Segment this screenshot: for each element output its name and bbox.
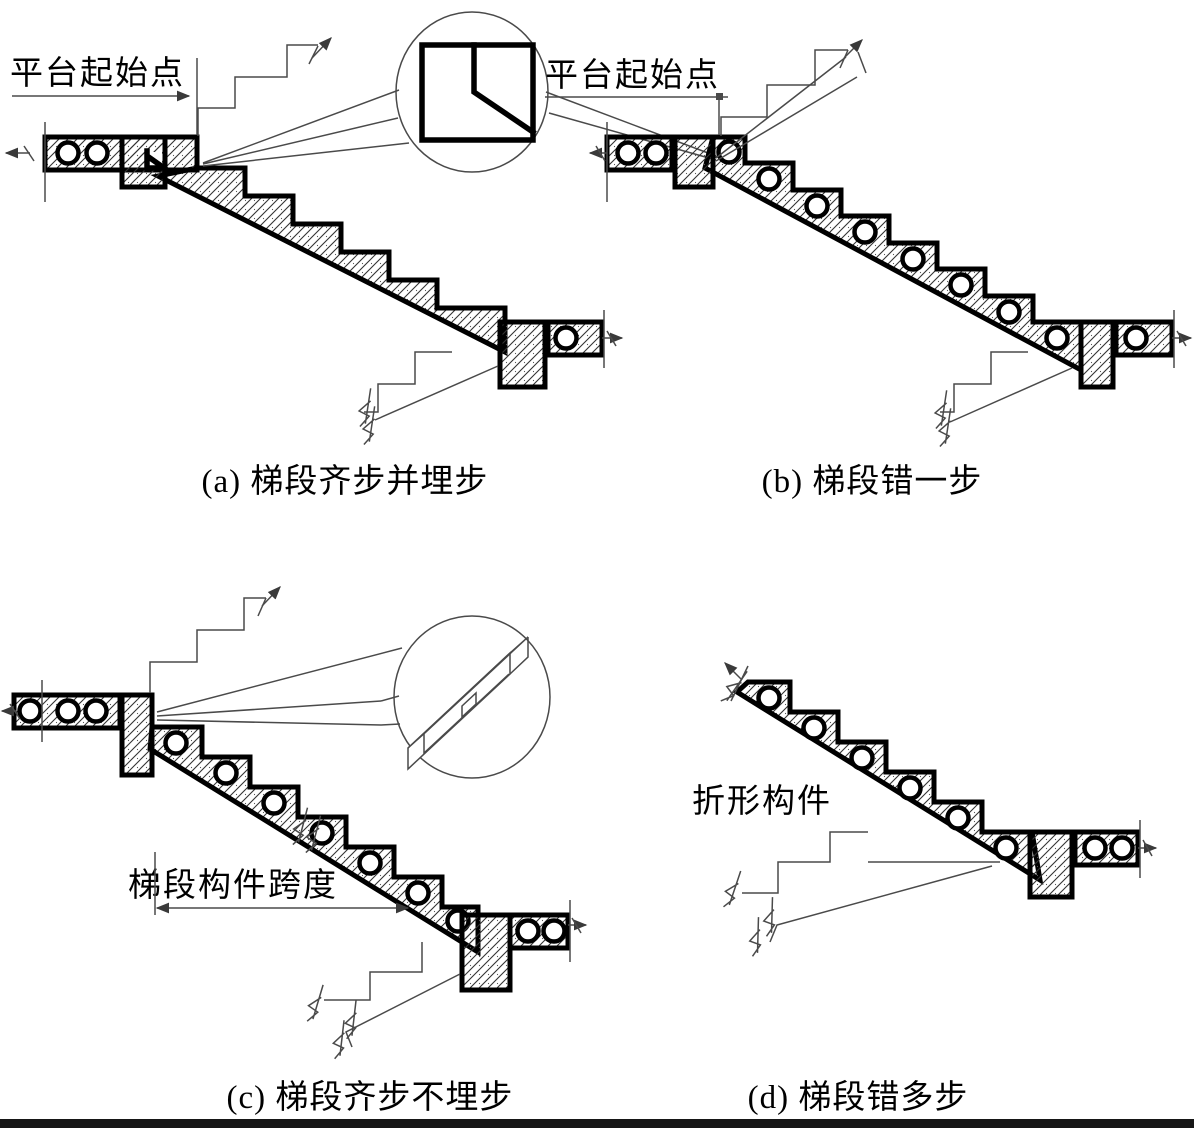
break-mark	[348, 387, 382, 428]
caption-a: (a) 梯段齐步并埋步	[202, 463, 489, 500]
diagram-d: 折形构件 (d) 梯段错多步	[692, 662, 1158, 1116]
rebar-circle	[515, 918, 541, 944]
break-slash	[257, 597, 267, 617]
rebar-circle	[541, 918, 567, 944]
pointer-dot	[716, 93, 723, 100]
leader-line	[345, 973, 461, 1048]
landing-beam	[672, 134, 716, 190]
break-slash	[308, 45, 319, 65]
rebar-circle	[945, 805, 971, 831]
rebar-circle	[357, 850, 383, 876]
break-mark	[928, 407, 962, 448]
rebar-circle	[948, 272, 974, 298]
diagram-b: 平台起始点 (b) 梯段错一步	[545, 39, 1193, 500]
stair-flight	[150, 165, 508, 357]
rebar-circle	[553, 325, 579, 351]
landing-beam	[119, 692, 155, 778]
continuation-outline	[149, 597, 266, 693]
lower-beam	[1078, 319, 1116, 390]
caption-b: (b) 梯段错一步	[762, 463, 983, 500]
detail-callout-a	[395, 11, 717, 173]
rebar-circle	[55, 140, 81, 166]
rebar-circle	[1109, 835, 1135, 861]
rebar-circle	[405, 880, 431, 906]
break-arrow	[843, 39, 863, 59]
break-mark	[334, 999, 369, 1040]
continuation-outline	[720, 49, 848, 136]
continuation-outline	[197, 44, 318, 136]
rebar-circle	[716, 139, 742, 165]
callout-neck	[380, 695, 401, 726]
rebar-circle	[55, 698, 81, 724]
platform-start-label-b: 平台起始点	[545, 57, 720, 94]
break-arrow	[261, 586, 281, 607]
rebar-circle	[993, 835, 1019, 861]
break-mark	[924, 389, 958, 430]
leader-line	[769, 865, 993, 943]
flight-span-label: 梯段构件跨度	[128, 867, 338, 904]
diagram-a: 平台起始点 (a) 梯段齐步并埋步	[4, 37, 624, 500]
leader-line	[715, 56, 858, 162]
rebar-circle	[643, 140, 669, 166]
rebar-circle	[1044, 325, 1070, 351]
break-tail	[857, 51, 867, 74]
rebar-circle	[1123, 325, 1149, 351]
rebar-circle	[261, 790, 287, 816]
rebar-circle	[804, 193, 830, 219]
break-mark	[300, 984, 330, 1022]
rebar-circle	[849, 745, 875, 771]
embedded-step-edge	[144, 148, 171, 174]
rebar-circle	[756, 685, 782, 711]
rebar-circle	[84, 140, 110, 166]
detail-step-edge	[471, 42, 537, 136]
break-arrow	[311, 37, 332, 59]
rebar-circle	[83, 698, 109, 724]
channel-component-3d	[407, 636, 529, 771]
leader-line	[156, 647, 403, 726]
platform-start-label-a: 平台起始点	[10, 55, 185, 92]
continuation-outline	[324, 942, 423, 1001]
rebar-circle	[17, 698, 43, 724]
continuation-outline	[940, 351, 1028, 413]
rebar-circle	[996, 299, 1022, 325]
lower-beam	[459, 912, 513, 993]
leader-line	[202, 89, 410, 167]
folded-member-label: 折形构件	[692, 783, 832, 820]
rebar-circle	[163, 730, 189, 756]
diagram-c: 梯段构件跨度 (c) 梯段齐步不埋步	[0, 586, 588, 1116]
rebar-circle	[900, 246, 926, 272]
leader-line	[949, 367, 1073, 423]
break-slash	[1176, 330, 1187, 347]
caption-c: (c) 梯段齐步不埋步	[227, 1079, 514, 1116]
leader-line	[374, 365, 499, 421]
lower-beam	[1027, 829, 1075, 900]
break-mark	[718, 870, 747, 908]
rebar-circle	[1082, 835, 1108, 861]
break-slash	[9, 703, 21, 720]
rebar-circle	[801, 715, 827, 741]
detail-callout-c	[393, 615, 551, 779]
continuation-outline	[364, 351, 452, 413]
rebar-circle	[213, 760, 239, 786]
break-slash	[23, 145, 35, 162]
detail-callout-circle	[393, 615, 551, 779]
break-slash	[1142, 839, 1153, 857]
break-arrow	[724, 662, 743, 681]
rebar-circle	[852, 219, 878, 245]
continuation-outline	[742, 831, 1000, 894]
break-slash	[606, 330, 617, 347]
rebar-circle	[615, 140, 641, 166]
rebar-circle	[756, 166, 782, 192]
footer-bar	[0, 1119, 1194, 1128]
lower-beam	[497, 319, 548, 390]
caption-d: (d) 梯段错多步	[748, 1079, 969, 1116]
break-slash	[595, 145, 606, 162]
rebar-circle	[897, 775, 923, 801]
break-slash	[571, 917, 582, 934]
